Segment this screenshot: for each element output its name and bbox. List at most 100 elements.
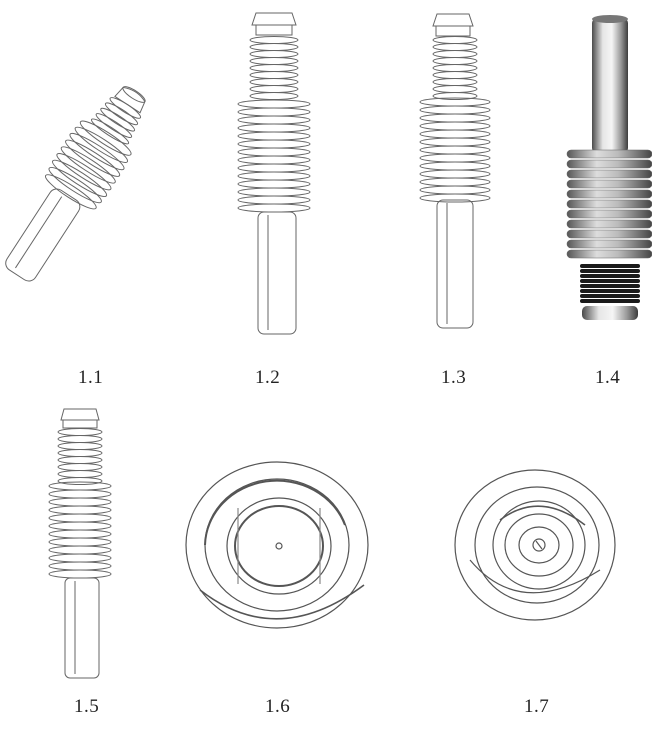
coil-turn [249,50,299,58]
coil-turn [432,92,478,100]
coil-turn [48,569,112,579]
coil-turn [48,513,112,523]
thread-ring [580,279,640,283]
coil-turn [57,435,103,443]
thread-ring [580,289,640,293]
coil-turn [419,137,491,147]
figure-label-1-2: 1.2 [255,367,281,388]
coil-turn [48,497,112,507]
electrode-rendered-photo [566,15,652,320]
electrode-cap [60,408,100,421]
electrode-fins [44,120,132,210]
electrode-shank [5,188,81,282]
electrode-tilted-drawing [5,86,146,282]
figure-label-1-5: 1.5 [74,696,100,717]
coil-turn [419,153,491,163]
coil-turn [249,57,299,65]
electrode-spring-drawing-b [419,13,491,329]
coil-turn [57,463,103,471]
coil-turn [57,470,103,478]
coil-turn [419,169,491,179]
coil-turn [249,92,299,100]
coil-turn [432,78,478,86]
electrode-fins [237,99,311,213]
electrode-cap [251,12,297,26]
coil-turn [419,177,491,187]
fin-ring [566,179,652,189]
electrode-fins [566,149,652,259]
coil-turn [419,105,491,115]
coil-turn [237,139,311,149]
electrode-spring [57,428,103,485]
coil-turn [237,171,311,181]
electrode-end-view-b [454,469,616,621]
figure-label-1-3: 1.3 [441,367,467,388]
fin-ring [566,209,652,219]
fin-ring [566,189,652,199]
electrode-fins [48,481,112,579]
coil-turn [249,78,299,86]
coil-turn [48,529,112,539]
coil-turn [249,64,299,72]
thread-ring [580,294,640,298]
coil-turn [419,185,491,195]
coil-turn [237,123,311,133]
electrode-spring-drawing-c [48,408,112,679]
fin-ring [566,229,652,239]
coil-turn [432,85,478,93]
coil-turn [237,155,311,165]
coil-turn [48,561,112,571]
coil-turn [237,195,311,205]
fin-ring [566,199,652,209]
coil-turn [432,36,478,44]
coil-turn [237,187,311,197]
coil-turn [57,442,103,450]
coil-turn [237,163,311,173]
coil-turn [432,57,478,65]
coil-turn [237,203,311,213]
coil-turn [48,545,112,555]
figure-label-1-4: 1.4 [595,367,621,388]
coil-turn [419,193,491,203]
coil-turn [432,71,478,79]
electrode-shank [436,199,474,329]
coil-turn [237,115,311,125]
coil-turn [249,85,299,93]
electrode-end-view-a [185,461,369,629]
thread-ring [580,274,640,278]
coil-turn [419,113,491,123]
electrode-thread [580,264,640,303]
coil-turn [249,43,299,51]
coil-turn [48,537,112,547]
thread-ring [580,299,640,303]
coil-turn [419,121,491,131]
coil-turn [432,50,478,58]
coil-turn [249,71,299,79]
electrode-cap [432,13,474,27]
thread-ring [580,284,640,288]
coil-turn [48,481,112,491]
coil-turn [237,131,311,141]
fin-ring [566,149,652,159]
electrode-shank [592,18,628,153]
coil-turn [237,107,311,117]
coil-turn [48,553,112,563]
coil-turn [48,505,112,515]
figure-label-1-1: 1.1 [78,367,104,388]
coil-turn [237,147,311,157]
coil-turn [57,477,103,485]
coil-turn [57,428,103,436]
coil-turn [57,456,103,464]
fin-ring [566,219,652,229]
coil-turn [249,36,299,44]
figure-label-1-7: 1.7 [524,696,550,717]
fin-ring [566,159,652,169]
coil-turn [237,99,311,109]
electrode-fins [419,97,491,203]
electrode-spring [249,36,299,100]
electrode-spring-drawing-a [237,12,311,335]
coil-turn [237,179,311,189]
coil-turn [419,145,491,155]
fin-ring [566,169,652,179]
